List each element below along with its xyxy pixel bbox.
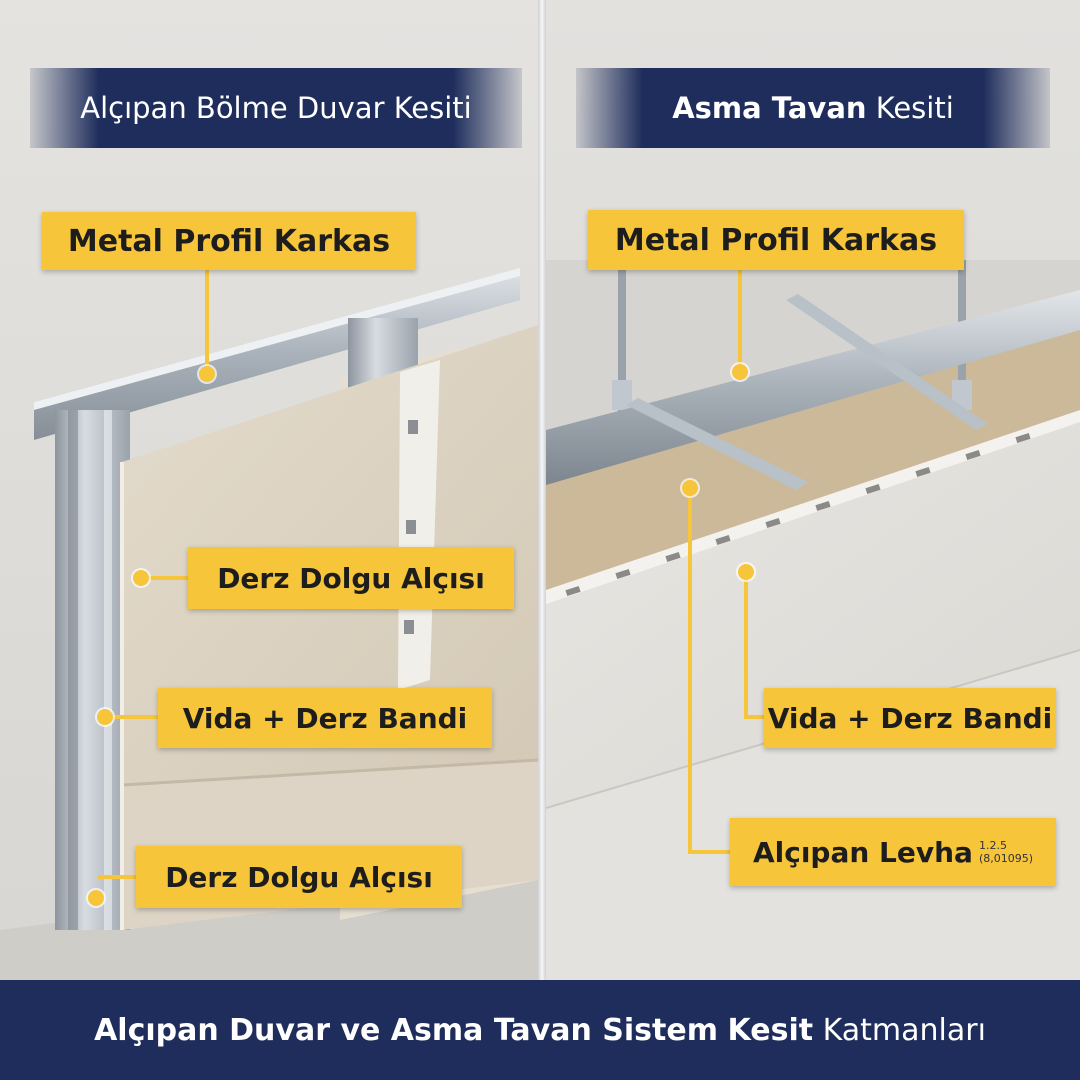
left-panel-title: Alçıpan Bölme Duvar Kesiti (30, 68, 522, 148)
left-callout-joint-filler-top: Derz Dolgu Alçısı (188, 547, 514, 609)
left-callout-metal-profile: Metal Profil Karkas (42, 212, 416, 270)
panel-divider (538, 0, 546, 980)
board-leader-v (688, 490, 692, 852)
partition-wall-panel: Alçıpan Bölme Duvar Kesiti Metal Profil … (0, 0, 538, 980)
board-code-line2: (8,01095) (978, 852, 1034, 865)
footer-part-2: Kesit (727, 1012, 814, 1048)
ceiling-screw-tape-marker (738, 564, 754, 580)
left-title-main: Alçıpan Bölme Duvar (80, 91, 385, 125)
board-code: 1.2.5 (8,01095) (979, 839, 1033, 865)
right-callout-screw-tape: Vida + Derz Bandi (764, 688, 1056, 748)
right-callout-board: Alçıpan Levha 1.2.5 (8,01095) (730, 818, 1056, 886)
footer-part-3: Katmanları (822, 1012, 986, 1048)
joint-filler-top-leader (140, 576, 190, 580)
footer-part-1: Alçıpan Duvar ve Asma Tavan Sistem (94, 1012, 718, 1048)
ceiling-screw-tape-leader-h (744, 715, 766, 719)
board-code-line1: 1.2.5 (978, 839, 1007, 852)
screw-tape-leader (104, 715, 160, 719)
suspended-ceiling-panel: Asma Tavan Kesiti Metal Profil Karkas Vi… (546, 0, 1080, 980)
left-title-suffix: Kesiti (393, 91, 472, 125)
ceiling-metal-profile-leader (738, 270, 742, 370)
ceiling-screw-tape-leader-v (744, 572, 748, 717)
metal-profile-leader (205, 268, 209, 372)
right-panel-title: Asma Tavan Kesiti (576, 68, 1050, 148)
right-callout-metal-profile: Metal Profil Karkas (588, 210, 964, 270)
right-title-main: Asma Tavan (672, 91, 867, 125)
joint-filler-bottom-marker (88, 890, 104, 906)
joint-filler-bottom-leader (98, 875, 136, 879)
left-callout-joint-filler-bottom: Derz Dolgu Alçısı (136, 846, 462, 908)
board-label: Alçıpan Levha (752, 835, 973, 869)
board-marker (682, 480, 698, 496)
joint-filler-top-marker (133, 570, 149, 586)
right-title-suffix: Kesiti (875, 91, 954, 125)
left-callout-screw-tape: Vida + Derz Bandi (158, 688, 492, 748)
footer-caption: Alçıpan Duvar ve Asma Tavan Sistem Kesit… (0, 980, 1080, 1080)
screw-tape-marker (97, 709, 113, 725)
ceiling-metal-profile-marker (732, 364, 748, 380)
board-leader-h (688, 850, 730, 854)
metal-profile-marker (199, 366, 215, 382)
suspended-ceiling-illustration (546, 0, 1080, 980)
